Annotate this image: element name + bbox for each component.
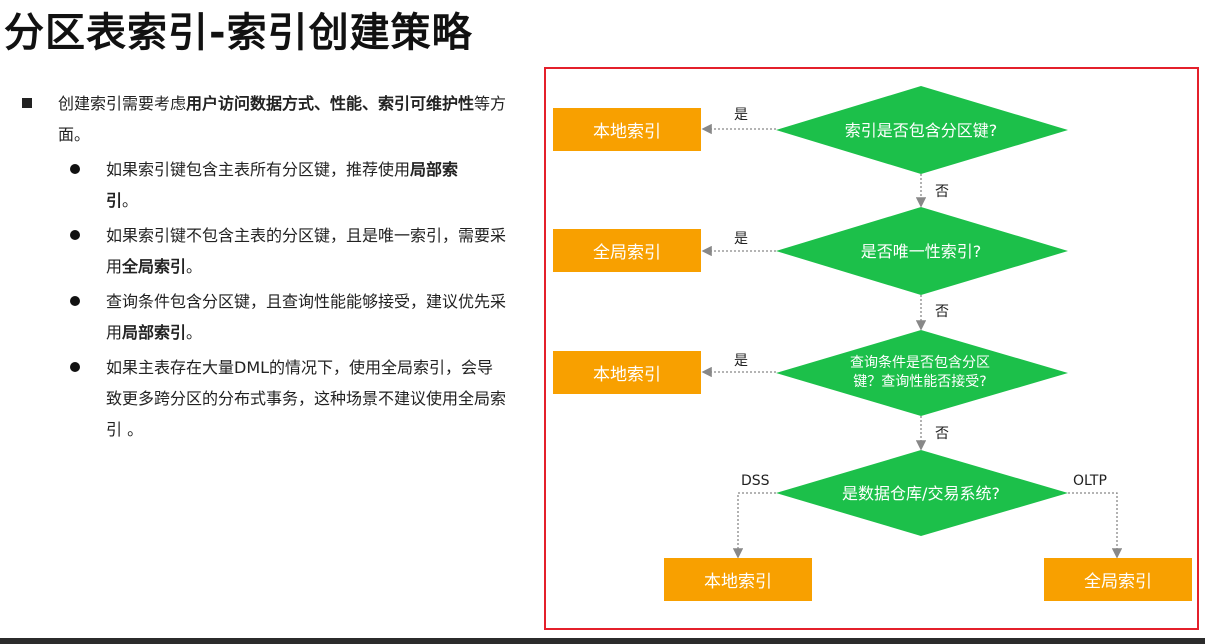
sub-bullet-1-post: 。 [122,191,139,210]
dot-bullet-icon [70,296,80,306]
decision-3-line2: 键？查询性能否接受? [853,374,987,390]
decision-4-text: 是数据仓库/交易系统? [842,483,1000,503]
no-label-3: 否 [935,426,949,442]
no-label-1: 否 [935,184,949,200]
strategy-text: 创建索引需要考虑用户访问数据方式、性能、索引可维护性等方面。 如果索引键包含主表… [20,88,520,445]
dot-bullet-icon [70,164,80,174]
no-label-2: 否 [935,304,949,320]
result-box-global-1: 全局索引 [553,229,701,272]
decision-diamond-4 [776,450,1068,536]
yes-label-1: 是 [734,107,748,123]
main-bullet-bold: 用户访问数据方式、性能、索引可维护性 [186,94,475,113]
sub-bullet-3-post: 。 [186,323,203,342]
sub-bullet-2: 如果索引键不包含主表的分区键，且是唯一索引，需要采用全局索引。 [20,220,506,282]
main-bullet: 创建索引需要考虑用户访问数据方式、性能、索引可维护性等方面。 [20,88,520,150]
dss-label: DSS [741,473,770,489]
sub-bullet-2-bold: 全局索引 [122,257,187,276]
sub-bullet-2-post: 。 [186,257,203,276]
page-title: 分区表索引-索引创建策略 [4,10,473,56]
decision-3-line1: 查询条件是否包含分区 [850,355,990,371]
yes-label-3: 是 [734,353,748,369]
sub-bullet-3-bold: 局部索引 [122,323,187,342]
yes-label-2: 是 [734,231,748,247]
sub-bullet-1-pre: 如果索引键包含主表所有分区键，推荐使用 [106,160,411,179]
bottom-bar [0,638,1205,644]
result-box-local-1: 本地索引 [553,108,701,151]
main-bullet-post: 等方面。 [58,94,507,144]
square-bullet-icon [22,98,32,108]
sub-bullet-1: 如果索引键包含主表所有分区键，推荐使用局部索引。 [20,154,486,216]
sub-bullet-4-pre: 如果主表存在大量DML的情况下，使用全局索引，会导致更多跨分区的分布式事务，这种… [106,358,507,439]
decision-1-text: 索引是否包含分区键? [844,120,998,140]
decision-diamond-1 [776,86,1068,174]
decision-diamond-3 [776,330,1068,416]
result-box-local-3: 本地索引 [664,558,812,601]
result-box-local-2: 本地索引 [553,351,701,394]
sub-bullet-3: 查询条件包含分区键，且查询性能能够接受，建议优先采用局部索引。 [20,286,506,348]
sub-bullet-2-pre: 如果索引键不包含主表的分区键，且是唯一索引，需要采用 [106,226,507,276]
decision-2-text: 是否唯一性索引? [860,241,982,261]
dot-bullet-icon [70,362,80,372]
arrow-d4-r5 [1068,492,1123,559]
flowchart-frame [544,67,1199,630]
sub-bullet-1-bold: 局部索引 [106,160,459,210]
result-box-global-2: 全局索引 [1044,558,1192,601]
arrow-d4-r4 [732,492,776,559]
decision-diamond-2 [776,207,1068,295]
sub-bullet-4: 如果主表存在大量DML的情况下，使用全局索引，会导致更多跨分区的分布式事务，这种… [20,352,506,445]
sub-bullet-3-pre: 查询条件包含分区键，且查询性能能够接受，建议优先采用 [106,292,507,342]
decision-3-text: 查询条件是否包含分区 键？查询性能否接受? [820,353,1020,393]
oltp-label: OLTP [1073,473,1107,489]
dot-bullet-icon [70,230,80,240]
main-bullet-pre: 创建索引需要考虑 [58,94,187,113]
